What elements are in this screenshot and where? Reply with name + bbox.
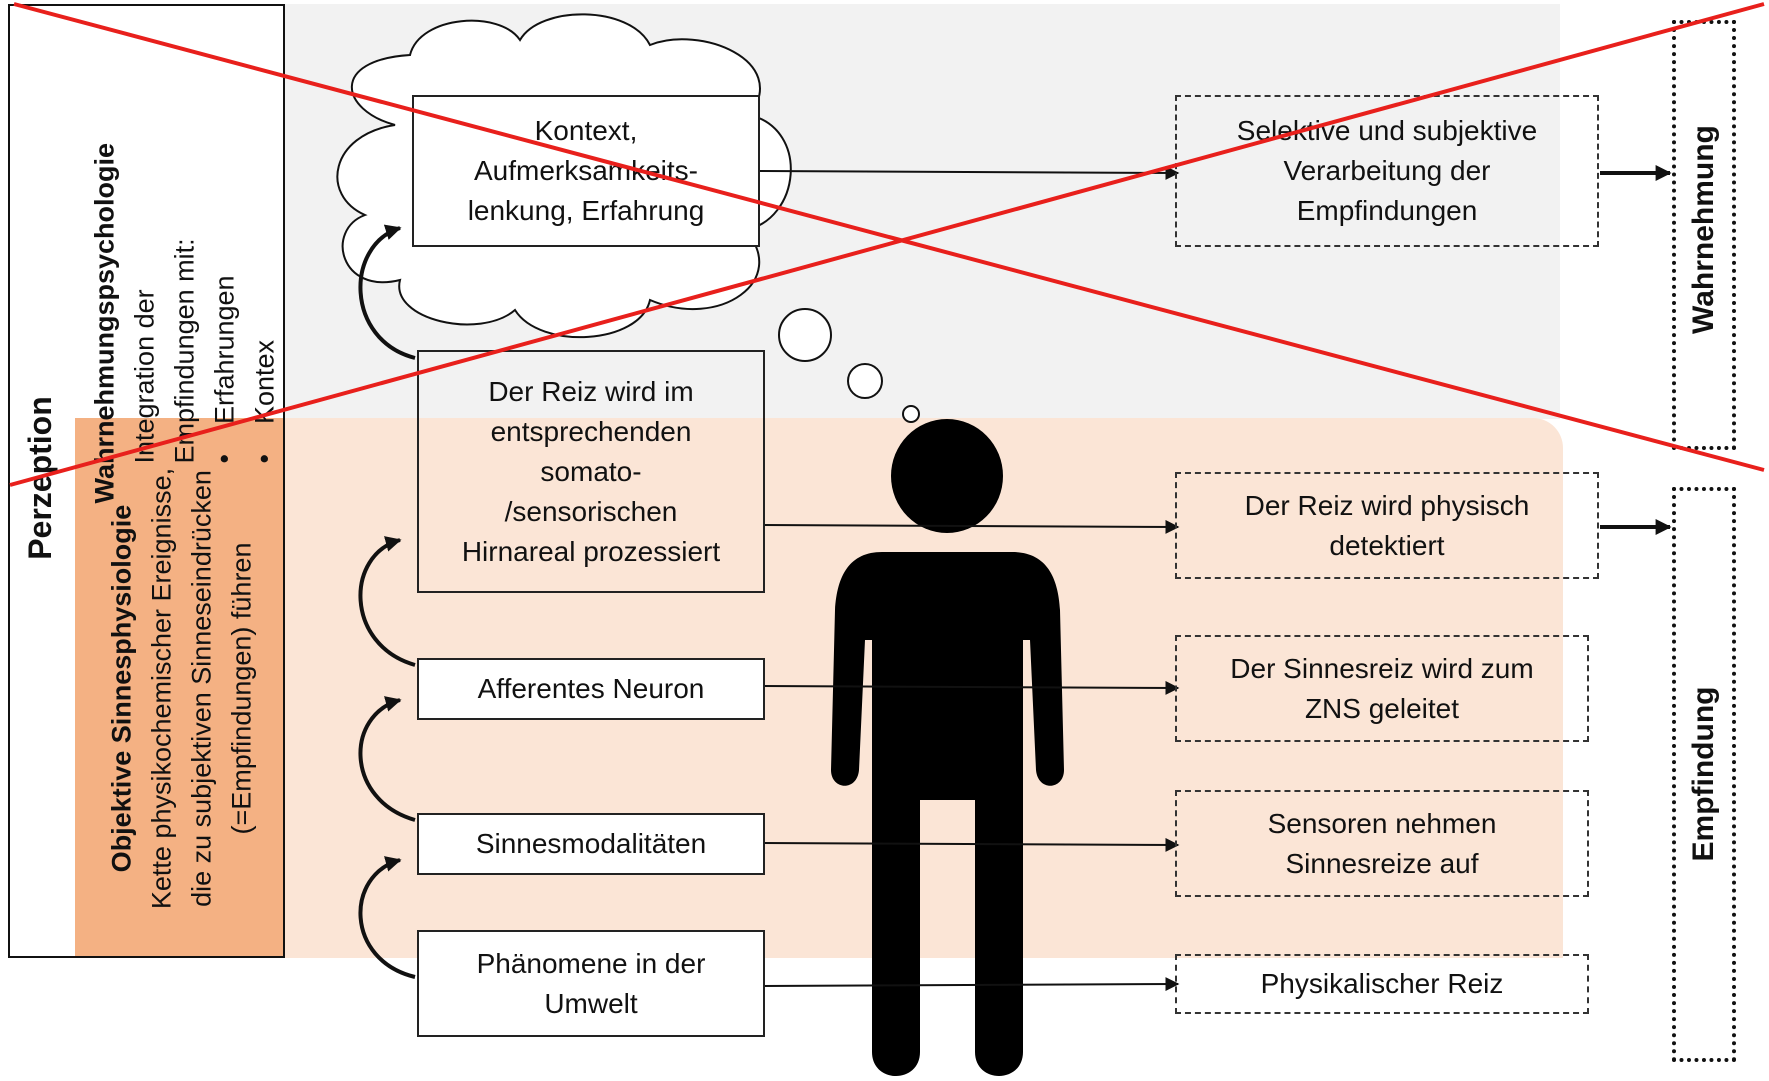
sinnesmodalitaeten-box: Sinnesmodalitäten (417, 813, 765, 875)
connector-afferent (762, 680, 1180, 695)
modalitaeten-label: Sinnesmodalitäten (475, 828, 707, 859)
reiz-line-2: entsprechenden (490, 415, 692, 447)
selektiv-line-3: Empfindungen (1296, 195, 1478, 226)
zns-line-2: ZNS geleitet (1304, 692, 1460, 724)
physiology-label-panel (75, 418, 285, 958)
kontext-line-3: lenkung, Erfahrung (467, 195, 705, 226)
zns-line-1: Der Sinnesreiz wird zum (1230, 652, 1534, 684)
curve-arrow-1 (358, 856, 416, 979)
kontext-box: Kontext, Aufmerksamkeits- lenkung, Erfah… (412, 95, 760, 247)
selektiv-line-1: Selektive und subjektive (1236, 115, 1538, 146)
detektiert-box: Der Reiz wird physisch detektiert (1175, 472, 1599, 579)
curve-arrow-2 (358, 696, 416, 822)
phaenomene-box: Phänomene in der Umwelt (417, 930, 765, 1037)
person-silhouette-icon (831, 419, 1064, 1076)
reiz-line-4: /sensorischen (504, 495, 678, 527)
curve-arrow-3 (358, 536, 416, 667)
afferent-neuron-box: Afferentes Neuron (417, 658, 765, 720)
connector-modalitaeten (762, 837, 1180, 852)
outcome-arrows (1600, 165, 1672, 535)
selektiv-line-2: Verarbeitung der (1283, 155, 1491, 186)
detektiert-line-2: detektiert (1329, 529, 1445, 561)
cross-line-1 (13, 2, 1765, 472)
empfindung-box (1672, 487, 1736, 1062)
reiz-line-1: Der Reiz wird im (488, 375, 694, 407)
left-label-frame (8, 4, 285, 958)
phaenomene-line-1: Phänomene in der (476, 947, 706, 979)
chain-arrows (358, 224, 416, 979)
connector-phaenomene (762, 977, 1180, 992)
sensoren-box: Sensoren nehmen Sinnesreize auf (1175, 790, 1589, 897)
selektiv-box: Selektive und subjektive Verarbeitung de… (1175, 95, 1599, 247)
kontext-line-2: Aufmerksamkeits- (473, 155, 699, 186)
thought-bubbles (778, 308, 920, 423)
connector-lines (757, 165, 1180, 992)
connector-reiz (762, 519, 1180, 534)
zns-box: Der Sinnesreiz wird zum ZNS geleitet (1175, 635, 1589, 742)
kontext-line-1: Kontext, (534, 115, 638, 146)
connector-kontext (757, 165, 1180, 180)
detektiert-line-1: Der Reiz wird physisch (1244, 489, 1530, 521)
reiz-line-5: Hirnareal prozessiert (461, 535, 721, 567)
reiz-prozessiert-box: Der Reiz wird im entsprechenden somato- … (417, 350, 765, 593)
curve-arrow-4 (358, 224, 416, 360)
cross-line-2 (9, 2, 1765, 487)
reiz-line-3: somato- (540, 455, 642, 487)
physikalisch-label: Physikalischer Reiz (1260, 968, 1504, 999)
sensoren-line-2: Sinnesreize auf (1285, 847, 1479, 879)
physikalischer-reiz-box: Physikalischer Reiz (1175, 954, 1589, 1014)
phaenomene-line-2: Umwelt (544, 987, 638, 1019)
sensoren-line-1: Sensoren nehmen (1267, 807, 1497, 839)
afferent-label: Afferentes Neuron (477, 673, 705, 704)
